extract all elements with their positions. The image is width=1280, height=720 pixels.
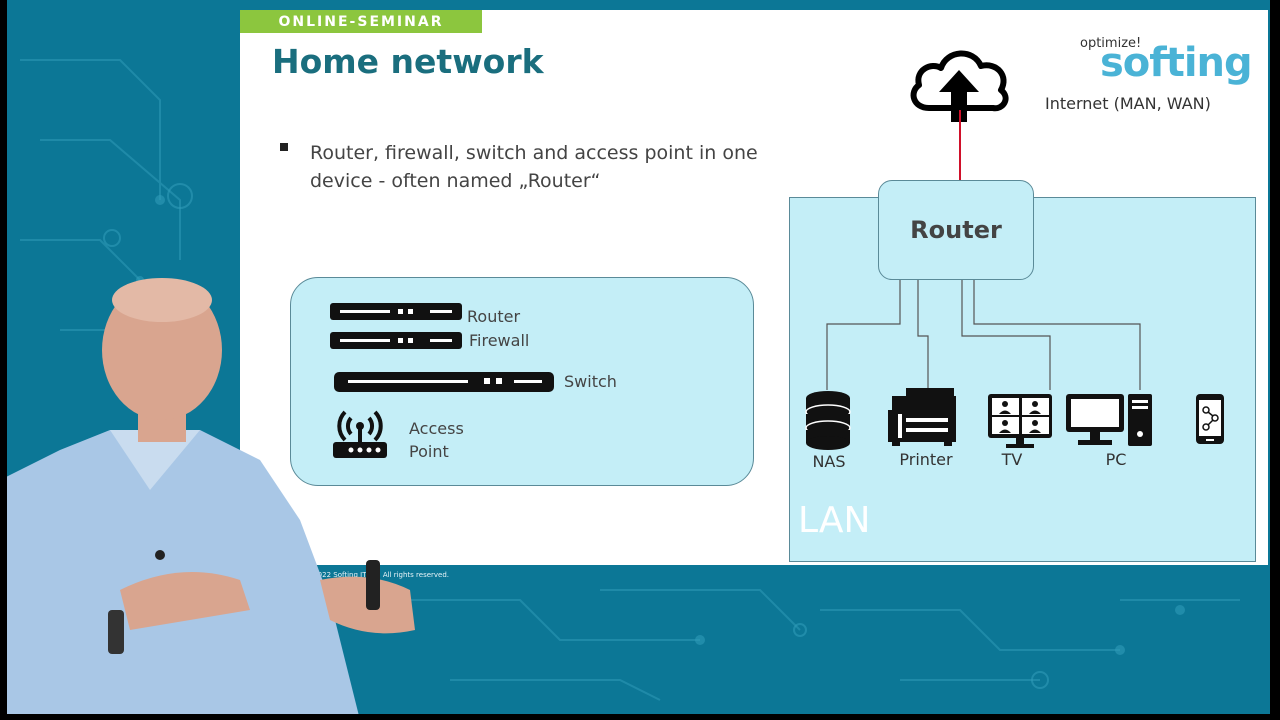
seminar-badge: ONLINE-SEMINAR bbox=[240, 10, 482, 33]
letterbox-bottom bbox=[0, 714, 1280, 720]
router-node bbox=[878, 180, 1034, 280]
network-label-pc: PC bbox=[1105, 450, 1127, 469]
network-label-tv: TV bbox=[1001, 450, 1023, 469]
network-label-nas: NAS bbox=[812, 452, 846, 471]
database-icon bbox=[805, 391, 851, 450]
video-conference-icon bbox=[988, 394, 1052, 448]
cloud-upload-icon bbox=[910, 50, 1009, 122]
server-rack-icon bbox=[330, 303, 462, 349]
desktop-pc-icon bbox=[1066, 394, 1152, 446]
device-label-switch: Switch bbox=[564, 372, 617, 391]
bullet-text: Router, firewall, switch and access poin… bbox=[310, 142, 758, 192]
printer-icon bbox=[888, 388, 956, 446]
smartphone-icon bbox=[1196, 394, 1224, 444]
network-label-printer: Printer bbox=[899, 450, 953, 469]
device-label-access: Access bbox=[409, 419, 464, 438]
internet-label: Internet (MAN, WAN) bbox=[1045, 94, 1211, 113]
logo-tagline: optimize! bbox=[1080, 36, 1142, 51]
letterbox-right bbox=[1270, 0, 1280, 720]
presenter-video bbox=[0, 278, 415, 720]
router-node-label: Router bbox=[910, 216, 1002, 244]
device-label-router: Router bbox=[467, 307, 521, 326]
network-connections bbox=[826, 110, 1141, 390]
device-label-firewall: Firewall bbox=[469, 331, 530, 350]
wifi-router-icon bbox=[333, 410, 387, 458]
page-title: Home network bbox=[272, 42, 544, 81]
switch-icon bbox=[334, 372, 554, 392]
bullet-marker bbox=[280, 143, 288, 151]
logo: softing bbox=[1100, 40, 1253, 86]
letterbox-left bbox=[0, 0, 7, 720]
device-label-point: Point bbox=[409, 442, 449, 461]
lan-label: LAN bbox=[798, 500, 871, 541]
